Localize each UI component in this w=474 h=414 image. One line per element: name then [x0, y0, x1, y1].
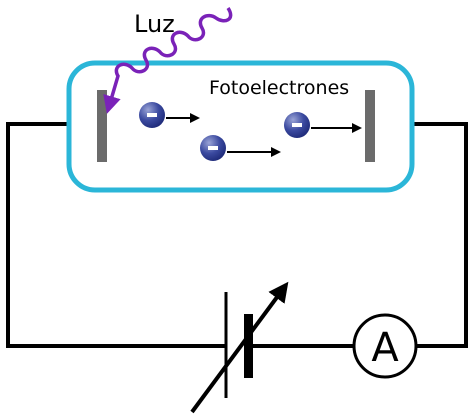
light-wave-icon — [103, 7, 233, 114]
photoelectrons-label: Fotoelectrones — [209, 77, 349, 99]
vacuum-tube — [66, 60, 415, 193]
anode-plate — [365, 90, 375, 162]
electron-2 — [200, 135, 281, 161]
light-label: Luz — [134, 10, 175, 38]
ammeter-icon: A — [352, 313, 418, 379]
electron-3 — [284, 112, 362, 138]
electron-1 — [139, 102, 200, 128]
ammeter-label: A — [371, 325, 399, 371]
variable-battery-icon — [190, 281, 289, 414]
cathode-plate — [97, 90, 107, 162]
circuit-wire — [6, 122, 468, 348]
